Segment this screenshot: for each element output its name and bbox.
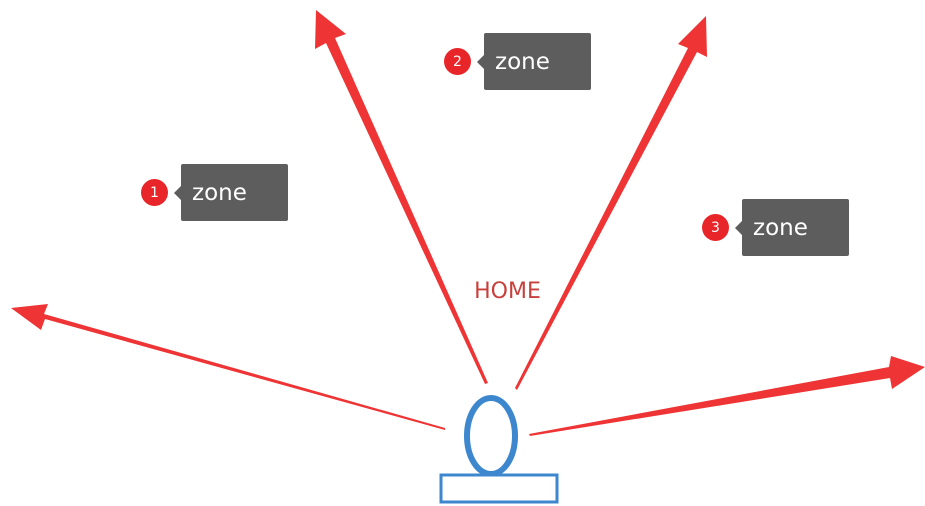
zone-number-badge-2: 2 xyxy=(444,48,471,75)
arrow-far-left xyxy=(11,304,445,430)
zone-label-2: 2 zone xyxy=(444,33,591,90)
home-marker-icon xyxy=(439,395,559,504)
zone-label-1: 1 zone xyxy=(141,164,288,221)
arrow-far-right xyxy=(529,356,925,436)
arrow-up-left xyxy=(315,10,488,384)
zone-tag-1: zone xyxy=(174,164,288,221)
home-base-icon xyxy=(439,473,559,504)
home-label: HOME xyxy=(474,279,541,304)
home-loop-icon xyxy=(464,395,518,477)
zone-number-badge-1: 1 xyxy=(141,179,168,206)
zone-tag-2: zone xyxy=(477,33,591,90)
arrows-group xyxy=(11,10,925,436)
zone-number-badge-3: 3 xyxy=(702,214,729,241)
zone-label-3: 3 zone xyxy=(702,199,849,256)
arrow-up-right xyxy=(515,16,707,390)
zone-tag-3: zone xyxy=(735,199,849,256)
